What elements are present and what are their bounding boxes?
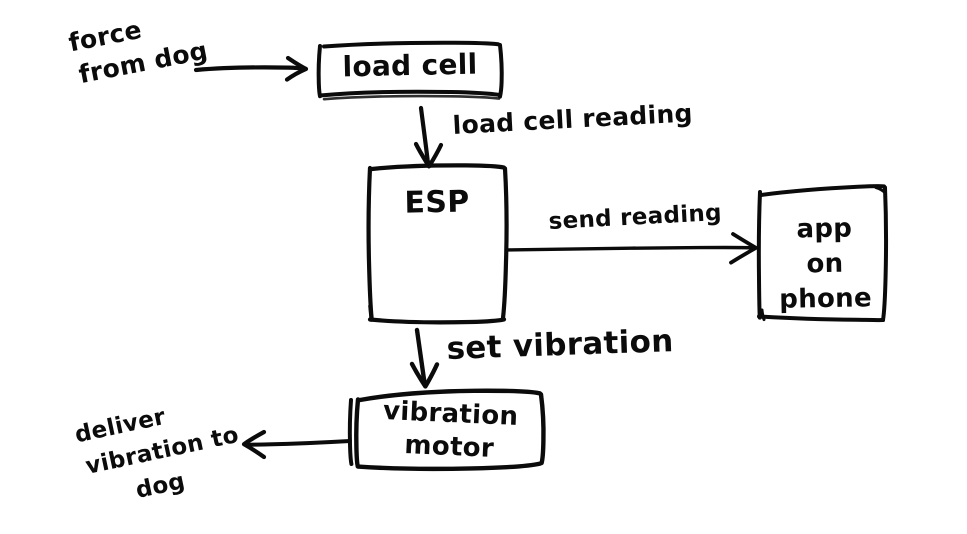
node-label-esp: ESP: [404, 184, 470, 221]
arrow-set-vibration: [409, 327, 440, 389]
node-box-load-cell: [316, 40, 504, 101]
node-label-vibration-motor-line1: vibration: [382, 396, 519, 432]
node-box-vibration-motor: [347, 388, 546, 472]
arrow-send-reading: [505, 232, 758, 265]
arrow-load-cell-reading: [413, 105, 444, 169]
node-box-app-on-phone: [756, 184, 889, 323]
arrow-deliver-vibration: [241, 429, 352, 460]
arrow-force-from-dog: [193, 55, 309, 82]
node-label-app-on-phone-line2: on: [806, 248, 844, 280]
node-label-app-on-phone-line1: app: [796, 213, 853, 245]
node-label-load-cell: load cell: [342, 47, 478, 84]
node-box-esp: [366, 163, 509, 325]
node-label-app-on-phone-line3: phone: [779, 283, 873, 315]
